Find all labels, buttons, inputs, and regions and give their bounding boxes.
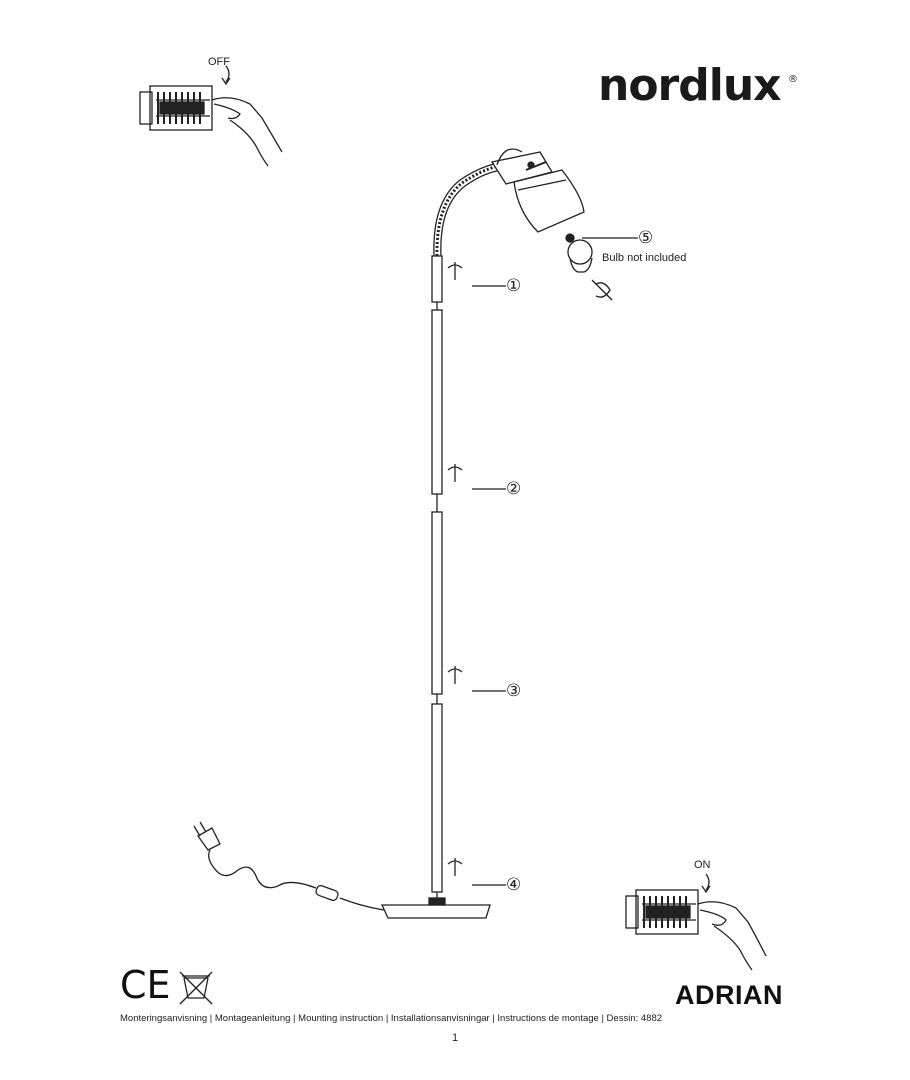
ce-mark: CE	[120, 963, 171, 1007]
brand-logo: nordlux	[598, 60, 782, 111]
bulb-note: Bulb not included	[602, 252, 687, 264]
footer-instructions: Monteringsanvisning | Montageanleitung |…	[120, 1013, 663, 1024]
product-name: ADRIAN	[675, 980, 783, 1010]
power-cable	[193, 821, 385, 911]
step-5-number: ⑤	[638, 228, 654, 248]
page-number: 1	[452, 1032, 459, 1044]
off-label: OFF	[208, 56, 230, 68]
step-1-number: ①	[506, 276, 522, 296]
lamp-base	[380, 897, 491, 919]
on-switch-illustration	[625, 873, 767, 971]
step-4-number: ④	[506, 875, 522, 895]
crossed-bin-icon	[179, 971, 213, 1005]
step-3-number: ③	[506, 681, 522, 701]
gooseneck-arm	[433, 163, 498, 257]
step-2-number: ②	[506, 479, 522, 499]
lamp-head	[490, 148, 585, 233]
on-label: ON	[694, 859, 711, 871]
screw-markers	[447, 262, 463, 876]
bulb-illustration	[565, 233, 613, 301]
registered-mark: ®	[788, 74, 798, 85]
off-switch-illustration	[139, 65, 283, 167]
lamp-stem	[431, 255, 443, 900]
